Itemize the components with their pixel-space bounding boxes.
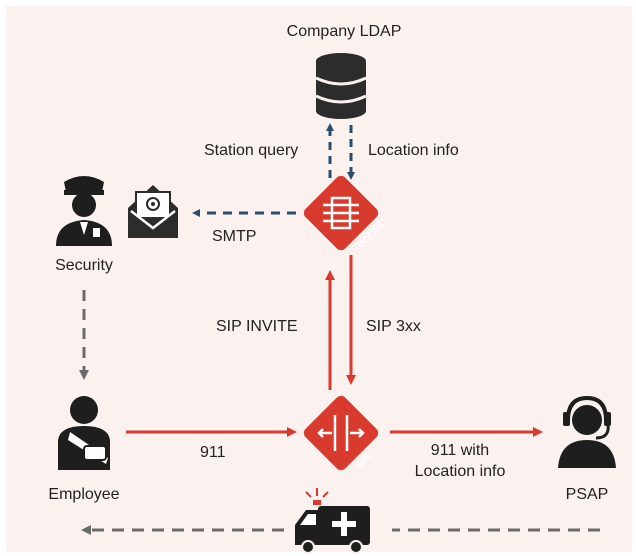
psap-label: PSAP (565, 486, 609, 503)
station-query-label: Station query (204, 142, 299, 159)
sip-invite-label: SIP INVITE (216, 318, 298, 335)
email-envelope-icon (128, 185, 178, 238)
occas-router-icon: OCCAS (303, 175, 386, 251)
location-info-label: Location info (368, 142, 459, 159)
smtp-label: SMTP (212, 228, 257, 245)
call-911-with-location-label-line2: Location info (414, 463, 506, 480)
sip-3xx-label: SIP 3xx (366, 318, 421, 335)
headset-operator-icon (558, 395, 616, 468)
employee-label: Employee (48, 486, 120, 503)
ldap-label: Company LDAP (286, 23, 402, 40)
database-icon (315, 53, 367, 119)
call-911-label: 911 (200, 444, 226, 461)
injured-employee-icon (58, 396, 110, 470)
security-label: Security (55, 257, 113, 274)
call-911-with-location-label-line1: 911 with (430, 442, 490, 459)
ambulance-icon (295, 488, 370, 554)
security-guard-icon (56, 176, 112, 246)
